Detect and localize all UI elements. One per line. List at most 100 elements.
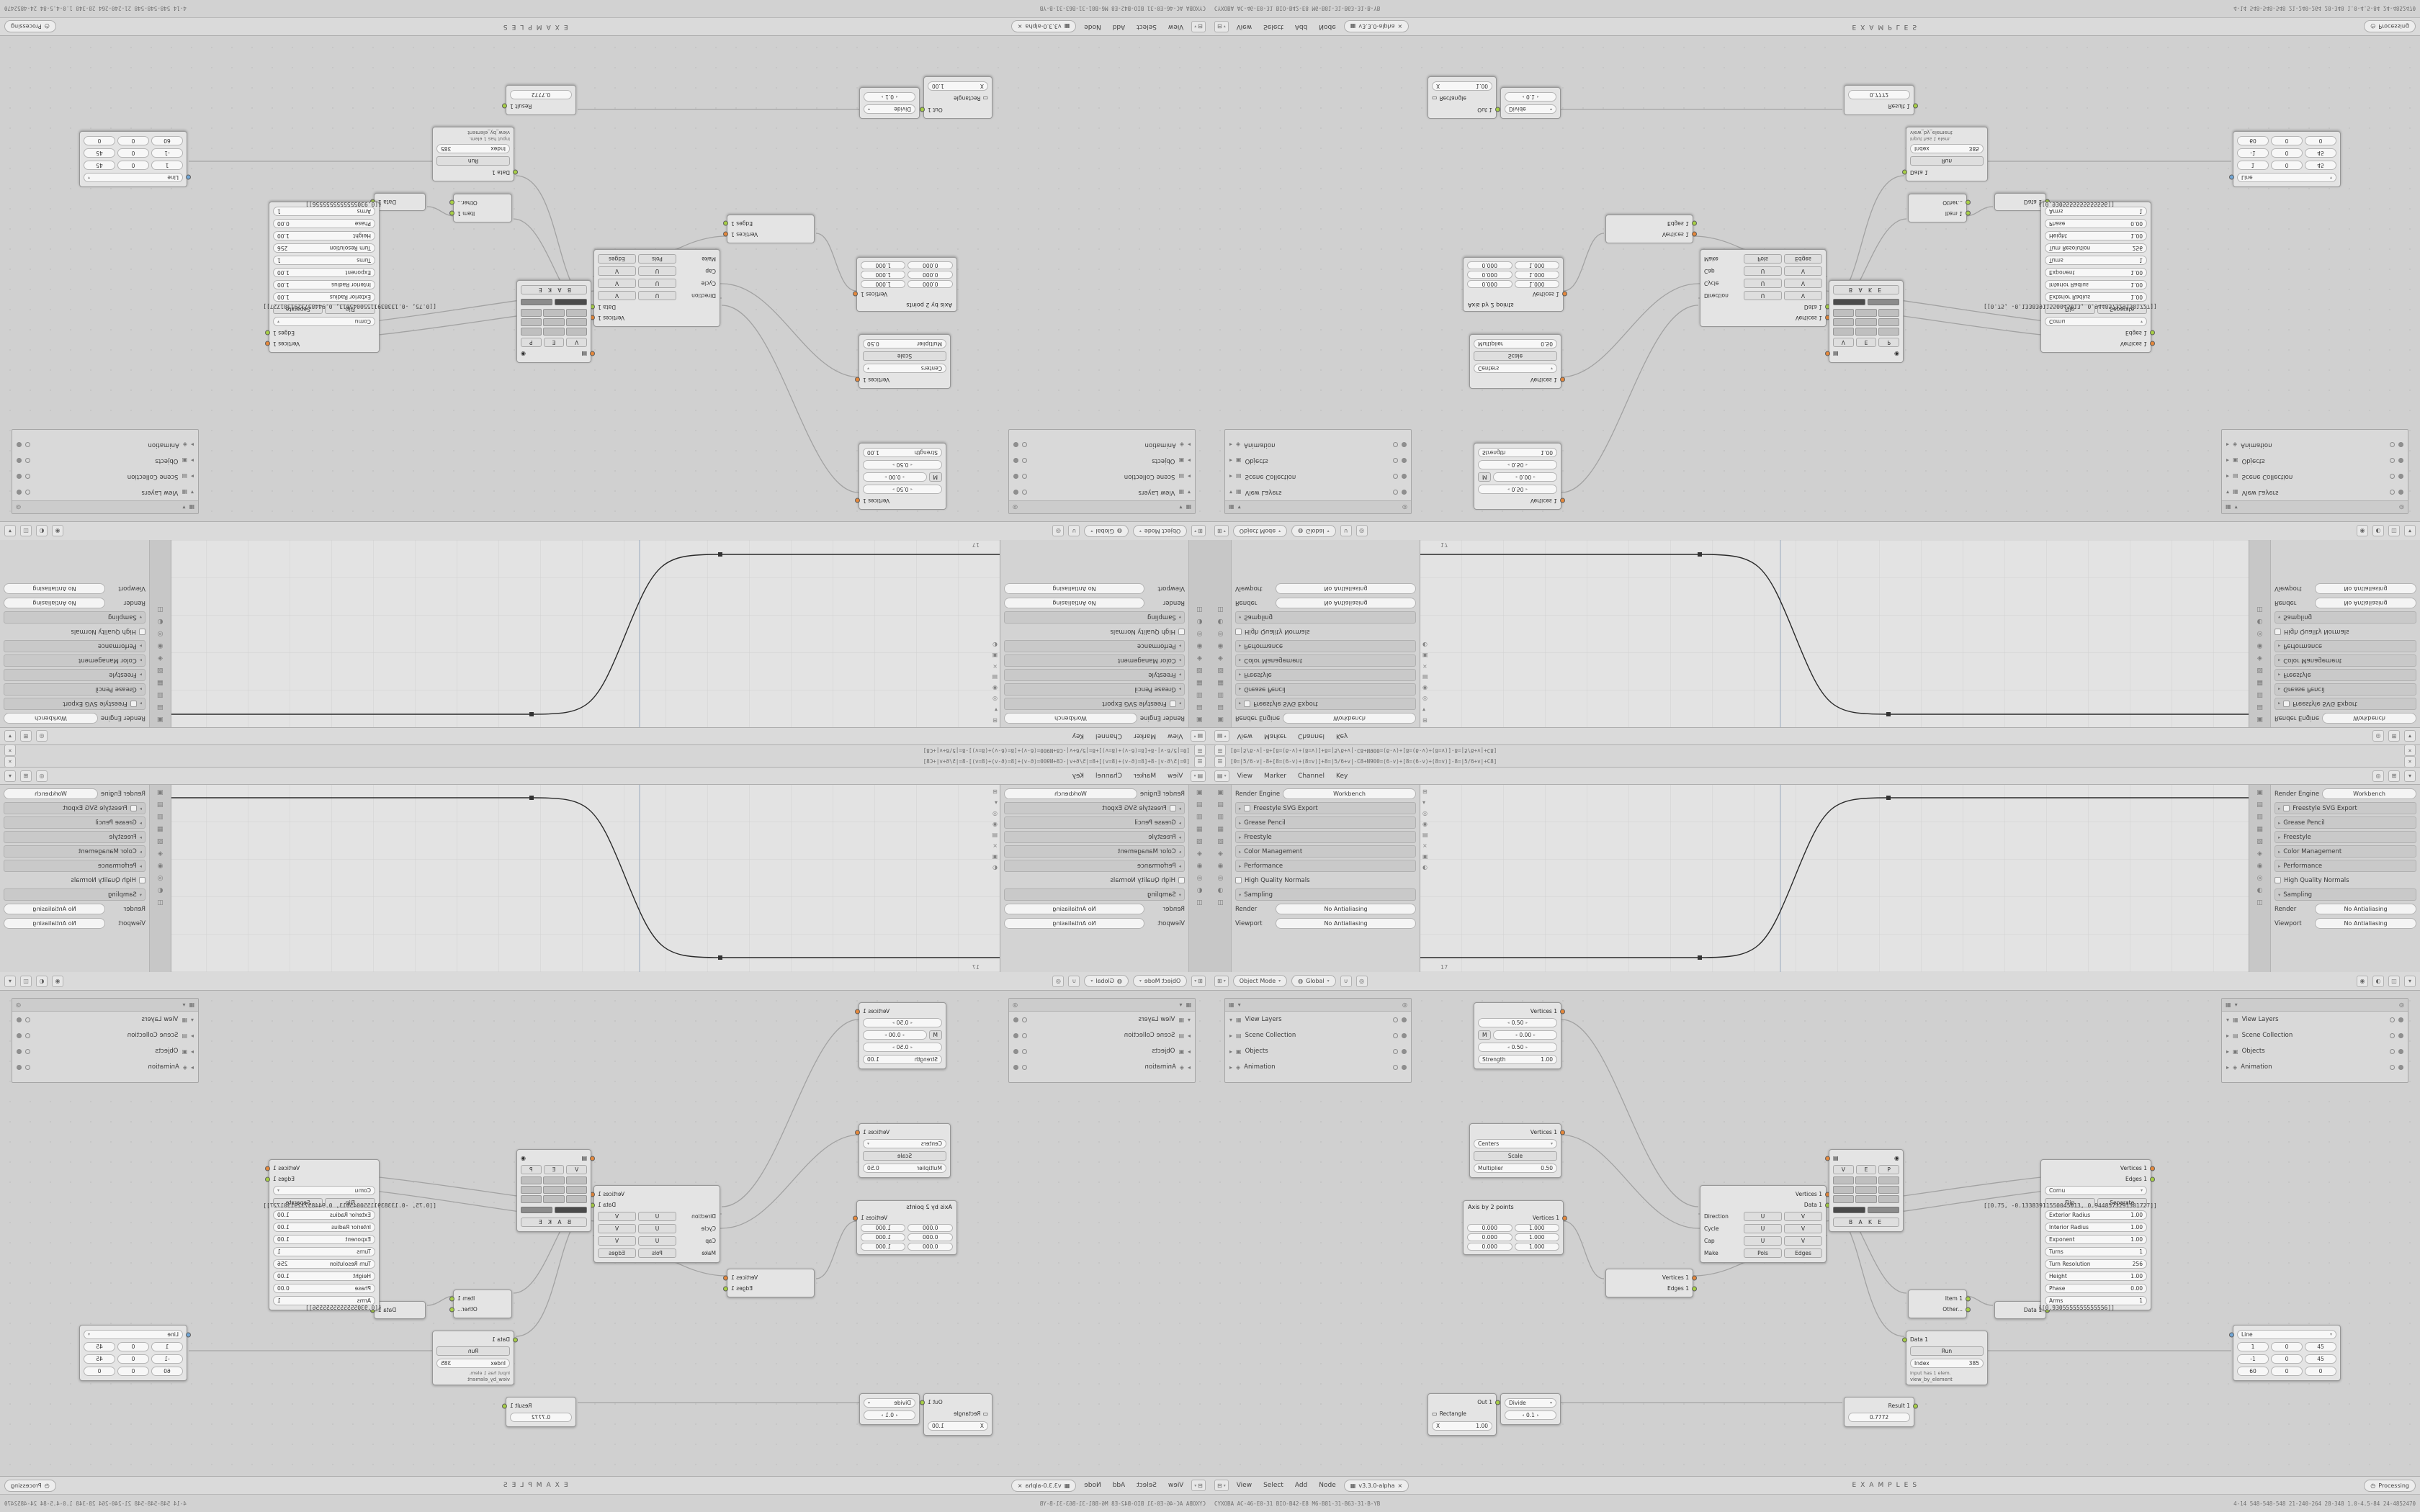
graph-tool-icon[interactable]: ◎	[992, 810, 998, 816]
outliner-row-objects[interactable]: ▸▣Objects	[1225, 1043, 1411, 1059]
editor-type-button[interactable]: ⊞▾	[1191, 525, 1206, 537]
outliner-row-animation[interactable]: ▸◈Animation	[1225, 437, 1411, 453]
tab-modifier-icon[interactable]: ◎	[1196, 875, 1203, 882]
viewer-grid-cell[interactable]	[521, 1186, 542, 1194]
value-field[interactable]: ◂0.00▸	[863, 1030, 927, 1040]
graph-tool-icon[interactable]: ▾	[1422, 706, 1426, 713]
orientation-select[interactable]: ◍Global▾	[1291, 525, 1336, 537]
panel-grease-pencil[interactable]: ▸Grease Pencil	[4, 816, 145, 829]
vertex-color-swatch[interactable]	[1833, 299, 1865, 305]
panel-freestyle[interactable]: ▸Freestyle	[1004, 831, 1185, 843]
panel-grease-pencil[interactable]: ▸Grease Pencil	[1004, 683, 1185, 696]
viewer-grid-cell[interactable]	[1833, 1195, 1855, 1203]
operation-select[interactable]: Divide	[864, 1398, 915, 1408]
search-icon[interactable]: ◎	[16, 504, 21, 510]
data-input-socket[interactable]	[1902, 170, 1907, 175]
bake-button[interactable]: B A K E	[1833, 1218, 1899, 1227]
render-engine-select[interactable]: Workbench	[1004, 788, 1137, 799]
menu-key[interactable]: Key	[1336, 732, 1348, 740]
viewer-grid-cell[interactable]	[543, 1186, 565, 1194]
sampling-viewport-select[interactable]: No Antialiasing	[2315, 583, 2416, 594]
tab-viewlayer-icon[interactable]: ▦	[1196, 826, 1203, 833]
graph-tool-icon[interactable]: ◐	[1422, 642, 1428, 648]
viewer-grid-cell[interactable]	[1855, 1186, 1877, 1194]
freestyle-svg-checkbox[interactable]	[1244, 805, 1251, 811]
select-toggle[interactable]	[2398, 1017, 2403, 1022]
panel-sampling[interactable]: ▾Sampling	[1235, 611, 1416, 624]
panel-freestyle-svg[interactable]: ▸Freestyle SVG Export	[1235, 698, 1416, 710]
out-socket[interactable]	[1495, 107, 1500, 112]
tab-modifier-icon[interactable]: ◎	[1217, 875, 1224, 882]
vertices-input-socket[interactable]	[1825, 351, 1830, 356]
other-output-socket[interactable]	[449, 1307, 454, 1312]
outliner-row-view-layers[interactable]: ▾▦View Layers	[2222, 1012, 2408, 1027]
vertices-output-socket[interactable]	[1562, 292, 1567, 297]
select-toggle[interactable]	[17, 1017, 22, 1022]
editor-type-button[interactable]: ⊟▾	[1191, 1480, 1206, 1491]
number-field[interactable]: 60	[151, 1367, 183, 1376]
select-toggle[interactable]	[17, 458, 22, 464]
panel-grease-pencil[interactable]: ▸Grease Pencil	[1235, 683, 1416, 696]
vector-field[interactable]: 0.000	[1467, 1243, 1512, 1251]
result-output-socket[interactable]	[1913, 1403, 1918, 1408]
vertices-output-socket[interactable]	[855, 498, 860, 503]
menu-add[interactable]: Add	[1294, 1482, 1308, 1489]
menu-select[interactable]: Select	[1263, 23, 1283, 30]
tab-data-icon[interactable]: ◫	[1196, 606, 1203, 613]
graph-tool-icon[interactable]: ▤	[1422, 674, 1428, 680]
menu-node[interactable]: Node	[1084, 1482, 1101, 1489]
sampling-viewport-select[interactable]: No Antialiasing	[1276, 918, 1416, 929]
viewer-grid-cell[interactable]	[1878, 328, 1899, 336]
number-field[interactable]: 60	[2237, 1367, 2269, 1376]
close-icon[interactable]: ×	[1017, 23, 1023, 30]
number-field[interactable]: -1	[151, 148, 183, 158]
run-button[interactable]: Run	[436, 156, 510, 166]
overlay-icon[interactable]: ◉	[2357, 975, 2368, 987]
magnet-icon[interactable]: ∪	[1068, 525, 1080, 537]
tab-output-icon[interactable]: ▥	[1217, 691, 1224, 698]
panel-freestyle[interactable]: ▸Freestyle	[1235, 831, 1416, 843]
viewport-icon[interactable]: ◫	[20, 525, 32, 537]
graph-tool-icon[interactable]: ×	[992, 663, 998, 670]
outliner-row-objects[interactable]: ▸▣Objects	[12, 1043, 198, 1059]
hide-toggle[interactable]	[1022, 1032, 1027, 1038]
cap-u-button[interactable]: U	[1744, 266, 1782, 276]
m-toggle-button[interactable]: M	[1478, 472, 1492, 482]
tab-physics-icon[interactable]: ◐	[1217, 618, 1224, 625]
hide-toggle[interactable]	[25, 442, 30, 448]
filter-icon[interactable]: ▾	[1179, 1002, 1183, 1008]
hide-toggle[interactable]	[1393, 458, 1398, 464]
input-socket[interactable]	[2229, 175, 2234, 180]
menu-node[interactable]: Node	[1319, 1482, 1336, 1489]
console-icon[interactable]: ☰	[1194, 756, 1206, 768]
value-field[interactable]: ◂0.1▸	[864, 1410, 915, 1420]
vertices-output-socket[interactable]	[1560, 498, 1565, 503]
select-toggle[interactable]	[1013, 1017, 1018, 1022]
tab-modifier-icon[interactable]: ◎	[1217, 630, 1224, 637]
node-number-grid[interactable]: Line 1 0 45 -1 0 45 60 0 0	[2229, 131, 2341, 187]
proportional-edit-icon[interactable]: ◎	[1052, 525, 1065, 537]
tab-object-icon[interactable]: ◉	[1196, 863, 1203, 870]
node-vertices-edges[interactable]: Vertices 1 Edges 1	[723, 215, 815, 243]
vertices-output-socket[interactable]	[855, 377, 860, 382]
menu-select[interactable]: Select	[1137, 23, 1157, 30]
outliner-row-animation[interactable]: ▸◈Animation	[1009, 1059, 1195, 1075]
vector-field[interactable]: 1.000	[861, 1224, 906, 1232]
make-pols-button[interactable]: Pols	[638, 254, 676, 264]
tab-physics-icon[interactable]: ◐	[2257, 618, 2263, 625]
number-field[interactable]: 45	[2305, 1342, 2336, 1351]
edges-output-socket[interactable]	[1692, 1286, 1697, 1291]
menu-channel[interactable]: Channel	[1095, 772, 1122, 780]
hide-toggle[interactable]	[2390, 1017, 2395, 1022]
vertices-output-socket[interactable]	[265, 341, 270, 346]
result-value-field[interactable]: 0.7772	[510, 90, 572, 99]
sampling-viewport-select[interactable]: No Antialiasing	[2315, 918, 2416, 929]
graph-tool-icon[interactable]: ▾	[994, 799, 998, 806]
viewer-grid-cell[interactable]	[565, 1176, 587, 1184]
